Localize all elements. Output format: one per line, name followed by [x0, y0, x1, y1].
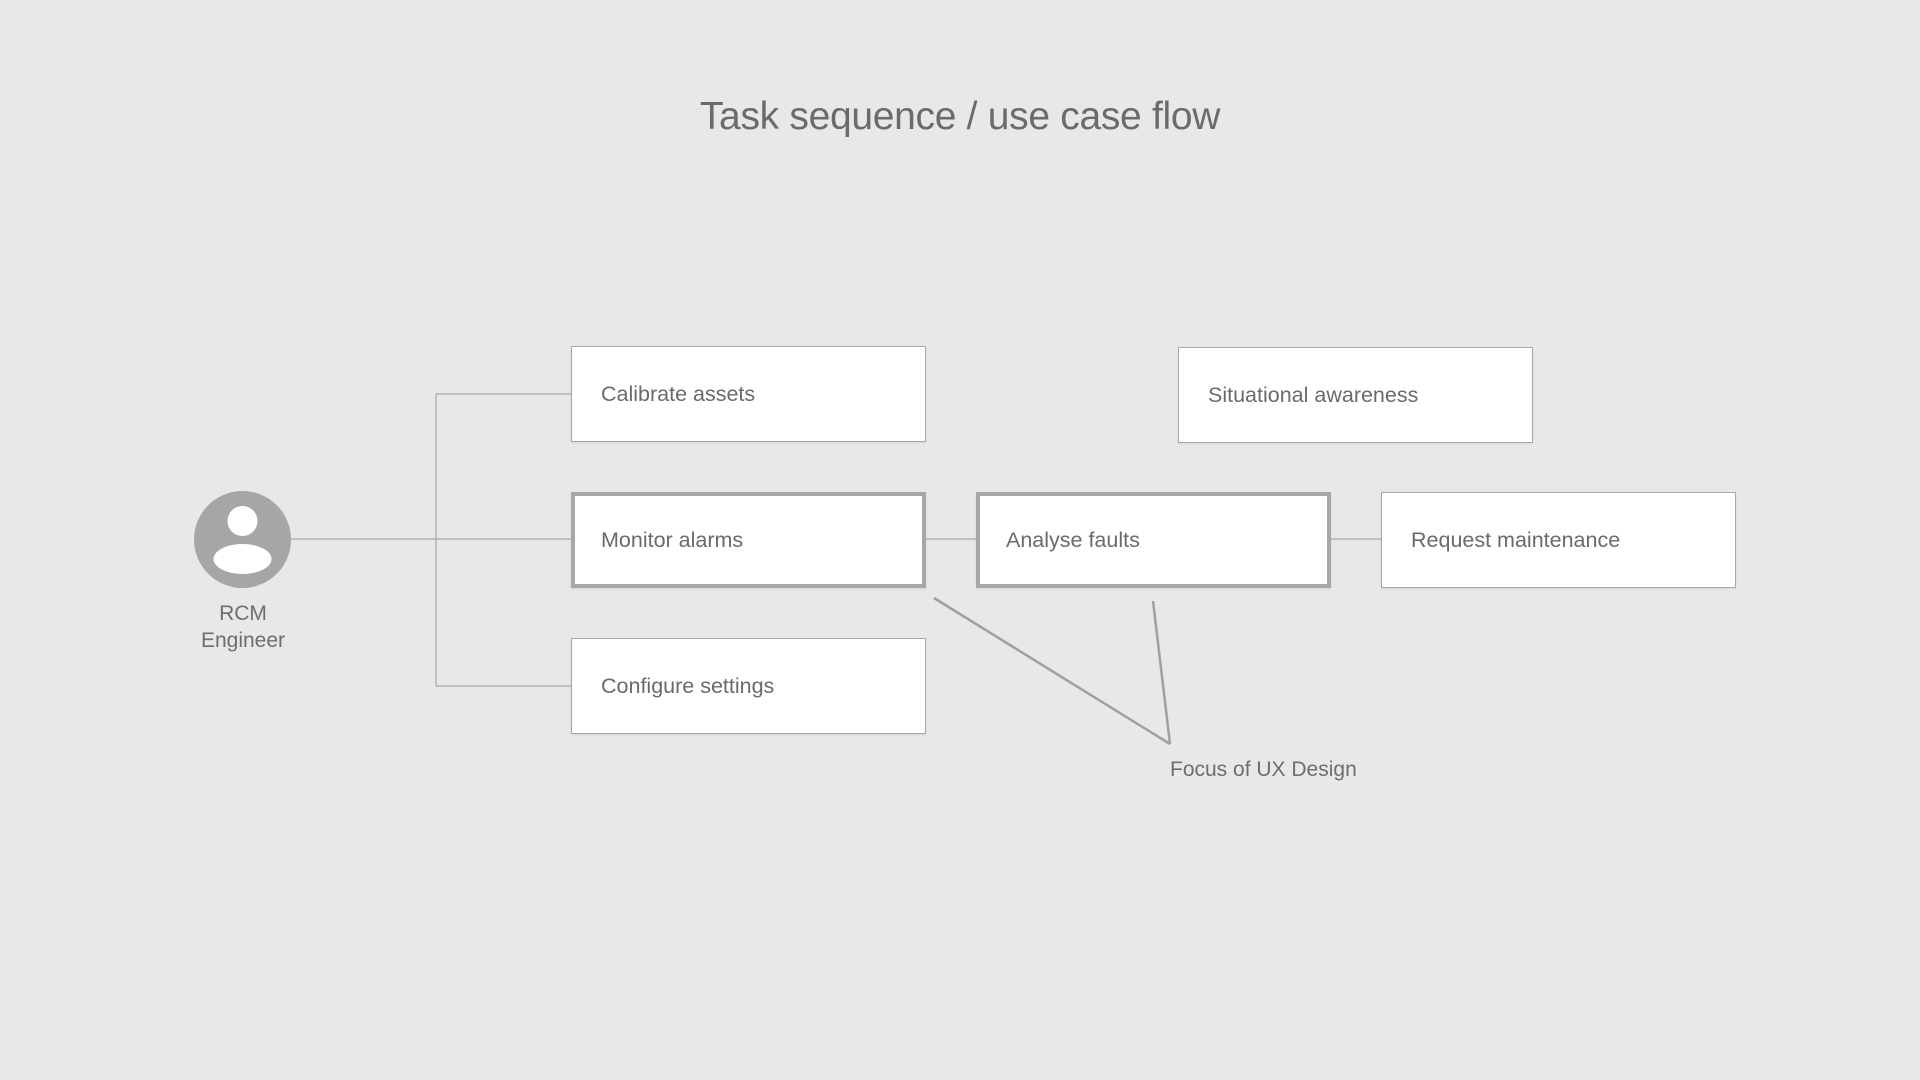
task-calibrate-assets: Calibrate assets — [571, 346, 926, 442]
user-avatar-icon — [194, 491, 291, 588]
actor-label-line1: RCM — [219, 602, 267, 625]
actor-label-line2: Engineer — [200, 629, 286, 652]
task-request-maintenance: Request maintenance — [1381, 492, 1736, 588]
task-analyse-faults: Analyse faults — [976, 492, 1331, 588]
task-configure-settings: Configure settings — [571, 638, 926, 734]
annotation-pointer-monitor — [933, 596, 1171, 746]
diagram-title: Task sequence / use case flow — [699, 95, 1221, 138]
annotation-pointer-analyse — [1151, 600, 1172, 745]
task-monitor-alarms: Monitor alarms — [571, 492, 926, 588]
task-situational-awareness: Situational awareness — [1178, 347, 1533, 443]
actor-label: RCM Engineer — [163, 600, 323, 654]
focus-annotation: Focus of UX Design — [1170, 758, 1357, 781]
